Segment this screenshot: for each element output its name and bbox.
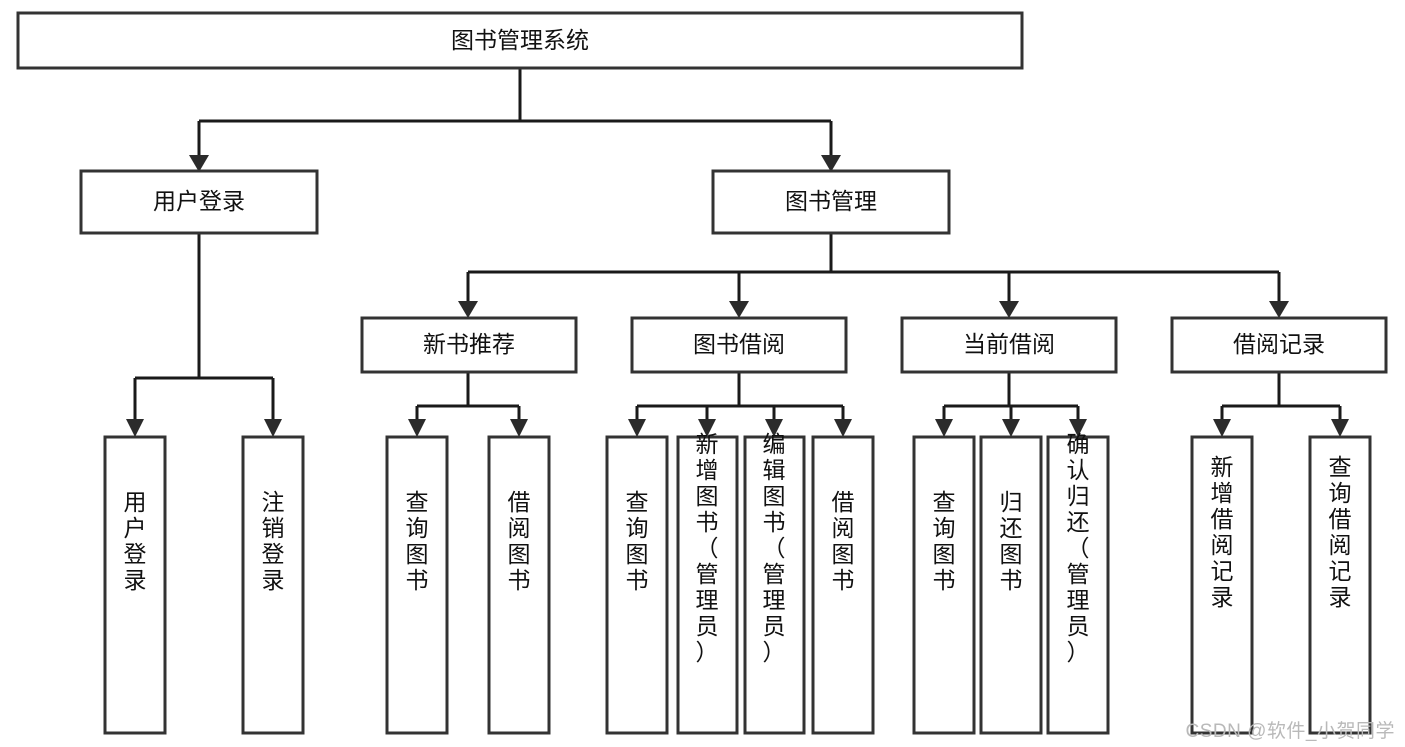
leaf-user-login[interactable]: 用户登录 bbox=[103, 435, 167, 735]
arrow-icon-leaf-nb-2 bbox=[510, 419, 528, 437]
leaf-cb-query-book-box[interactable] bbox=[912, 435, 976, 735]
arrow-icon-leaf-bb-4 bbox=[834, 419, 852, 437]
node-book-borrow[interactable]: 图书借阅 bbox=[630, 316, 848, 374]
leaf-bb-query-book-label: 查询图书 bbox=[626, 489, 649, 593]
node-current-borrow[interactable]: 当前借阅 bbox=[900, 316, 1118, 374]
node-new-book-recommend[interactable]: 新书推荐 bbox=[360, 316, 578, 374]
leaf-cb-return-book-box[interactable] bbox=[979, 435, 1043, 735]
arrow-icon-leaf-cb-2 bbox=[1002, 419, 1020, 437]
leaf-bb-borrow-book-box[interactable] bbox=[811, 435, 875, 735]
leaf-logout-label: 注销登录 bbox=[262, 489, 285, 593]
leaf-br-add-record-box[interactable] bbox=[1190, 435, 1254, 735]
node-book-management[interactable]: 图书管理 bbox=[711, 169, 951, 235]
leaf-bb-query-book[interactable]: 查询图书 bbox=[605, 435, 669, 735]
leaf-br-query-record-label: 查询借阅记录 bbox=[1329, 454, 1352, 610]
node-book-borrow-label: 图书借阅 bbox=[693, 331, 785, 357]
leaf-br-query-record-box[interactable] bbox=[1308, 435, 1372, 735]
arrow-icon-new-book bbox=[458, 301, 478, 318]
leaf-bb-borrow-book[interactable]: 借阅图书 bbox=[811, 435, 875, 735]
leaf-cb-query-book-label: 查询图书 bbox=[933, 489, 956, 593]
leaf-user-login-box[interactable] bbox=[103, 435, 167, 735]
arrow-icon-book-borrow bbox=[729, 301, 749, 318]
leaf-cb-return-book-label: 归还图书 bbox=[1000, 489, 1023, 593]
arrow-icon-user-login bbox=[189, 155, 209, 172]
node-current-borrow-label: 当前借阅 bbox=[963, 331, 1055, 357]
arrowhead-layer bbox=[126, 155, 1349, 437]
leaf-logout[interactable]: 注销登录 bbox=[241, 435, 305, 735]
leaf-logout-box[interactable] bbox=[241, 435, 305, 735]
leaf-bb-add-book[interactable]: 新增图书（管理员） bbox=[676, 431, 739, 735]
leaf-user-login-label: 用户登录 bbox=[124, 489, 147, 593]
leaf-nb-borrow-book-label: 借阅图书 bbox=[508, 489, 531, 593]
node-book-management-label: 图书管理 bbox=[785, 188, 877, 214]
node-user-login-box[interactable] bbox=[79, 169, 319, 235]
leaf-nb-query-book[interactable]: 查询图书 bbox=[385, 435, 449, 735]
leaf-cb-return-book[interactable]: 归还图书 bbox=[979, 435, 1043, 735]
leaf-bb-borrow-book-label: 借阅图书 bbox=[832, 489, 855, 593]
node-borrow-record-box[interactable] bbox=[1170, 316, 1388, 374]
arrow-icon-leaf-bb-3 bbox=[765, 419, 783, 437]
arrow-icon-book-mgmt bbox=[821, 155, 841, 172]
leaf-bb-edit-book[interactable]: 编辑图书（管理员） bbox=[743, 431, 806, 735]
leaf-nb-query-book-box[interactable] bbox=[385, 435, 449, 735]
arrow-icon-leaf-br-2 bbox=[1331, 419, 1349, 437]
leaf-bb-add-book-label: 新增图书（管理员） bbox=[696, 431, 719, 665]
arrow-icon-leaf-nb-1 bbox=[408, 419, 426, 437]
leaf-br-add-record[interactable]: 新增借阅记录 bbox=[1190, 435, 1254, 735]
node-new-book-recommend-label: 新书推荐 bbox=[423, 331, 515, 357]
node-user-login[interactable]: 用户登录 bbox=[79, 169, 319, 235]
leaf-nb-query-book-label: 查询图书 bbox=[406, 489, 429, 593]
node-user-login-label: 用户登录 bbox=[153, 188, 245, 214]
leaf-cb-query-book[interactable]: 查询图书 bbox=[912, 435, 976, 735]
leaf-cb-confirm-return-label: 确认归还（管理员） bbox=[1067, 431, 1090, 665]
leaf-bb-query-book-box[interactable] bbox=[605, 435, 669, 735]
arrow-icon-leaf-cb-1 bbox=[935, 419, 953, 437]
leaf-br-add-record-label: 新增借阅记录 bbox=[1211, 454, 1234, 610]
leaf-br-query-record[interactable]: 查询借阅记录 bbox=[1308, 435, 1372, 735]
leaf-nb-borrow-book-box[interactable] bbox=[487, 435, 551, 735]
leaf-bb-add-book-box[interactable] bbox=[676, 435, 739, 735]
node-new-book-recommend-box[interactable] bbox=[360, 316, 578, 374]
leaf-cb-confirm-return-box[interactable] bbox=[1046, 435, 1110, 735]
arrow-icon-current-borrow bbox=[999, 301, 1019, 318]
arrow-icon-borrow-record bbox=[1269, 301, 1289, 318]
arrow-icon-leaf-br-1 bbox=[1213, 419, 1231, 437]
arrow-icon-leaf-bb-2 bbox=[698, 419, 716, 437]
arrow-icon-leaf-user-login bbox=[126, 419, 144, 437]
node-borrow-record-label: 借阅记录 bbox=[1233, 331, 1325, 357]
leaf-cb-confirm-return[interactable]: 确认归还（管理员） bbox=[1046, 431, 1110, 735]
node-book-management-box[interactable] bbox=[711, 169, 951, 235]
leaf-bb-edit-book-box[interactable] bbox=[743, 435, 806, 735]
node-root[interactable]: 图书管理系统 bbox=[16, 11, 1024, 70]
node-root-label: 图书管理系统 bbox=[451, 27, 589, 53]
arrow-icon-leaf-cb-3 bbox=[1069, 419, 1087, 437]
node-book-borrow-box[interactable] bbox=[630, 316, 848, 374]
leaf-bb-edit-book-label: 编辑图书（管理员） bbox=[763, 431, 786, 665]
node-root-box[interactable] bbox=[16, 11, 1024, 70]
arrow-icon-leaf-logout bbox=[264, 419, 282, 437]
node-current-borrow-box[interactable] bbox=[900, 316, 1118, 374]
leaf-nb-borrow-book[interactable]: 借阅图书 bbox=[487, 435, 551, 735]
node-borrow-record[interactable]: 借阅记录 bbox=[1170, 316, 1388, 374]
arrow-icon-leaf-bb-1 bbox=[628, 419, 646, 437]
